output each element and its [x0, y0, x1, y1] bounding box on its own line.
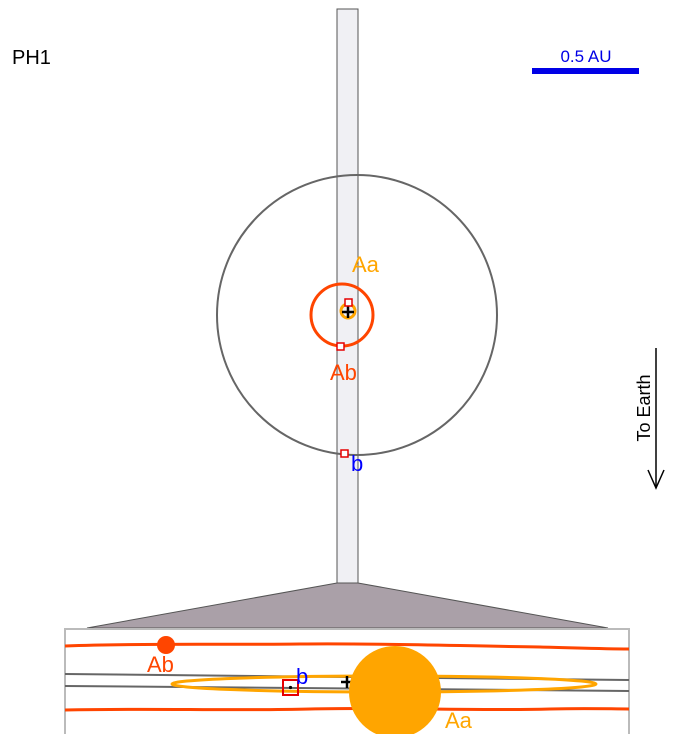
- barycenter-marker: [342, 306, 354, 318]
- b-position-marker: [340, 449, 349, 458]
- planet-b-marker: [282, 679, 299, 696]
- aa-position-marker: [344, 298, 353, 307]
- label-ab-bottom: Ab: [147, 652, 174, 677]
- planet-b: [288, 685, 293, 690]
- label-aa-top: Aa: [352, 252, 380, 277]
- star-aa: [349, 646, 441, 734]
- to-earth-arrow: [647, 348, 665, 490]
- label-ab-top: Ab: [330, 360, 357, 385]
- system-title: PH1: [12, 47, 51, 69]
- orbit-b: [216, 174, 498, 456]
- label-b-top: b: [351, 451, 363, 476]
- ab-position-marker: [336, 342, 345, 351]
- star-ab: [157, 636, 175, 654]
- scale-bar-label: 0.5 AU: [560, 47, 611, 66]
- label-aa-bottom: Aa: [445, 708, 473, 733]
- label-b-bottom: b: [296, 664, 308, 689]
- line-of-sight-strip: [336, 8, 359, 585]
- zoom-wedge: [86, 582, 609, 629]
- to-earth-label: To Earth: [634, 374, 654, 441]
- ab-orbit-line-lower: [65, 706, 629, 712]
